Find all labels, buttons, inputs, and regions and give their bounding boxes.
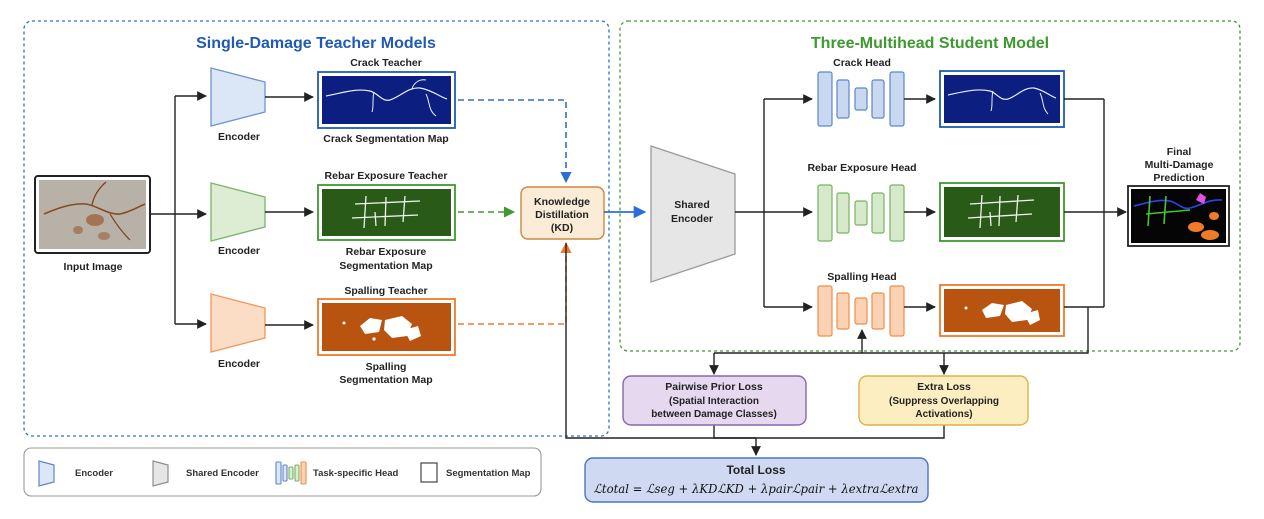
student-group-frame xyxy=(619,20,1241,352)
crack-encoder-shape xyxy=(210,67,266,127)
kd-to-total-line xyxy=(565,243,756,439)
extra-loss-line3: Activations) xyxy=(915,409,972,420)
crack-teacher-label: Crack Teacher xyxy=(350,57,422,69)
input-image-label: Input Image xyxy=(64,261,123,273)
spalling-teacher-label: Spalling Teacher xyxy=(344,285,427,297)
final-prediction-map xyxy=(1127,185,1230,247)
extra-loss-line2: (Suppress Overlapping xyxy=(889,396,999,407)
kd-label-line3: (KD) xyxy=(551,222,573,234)
kd-label-line2: Distillation xyxy=(535,209,589,221)
rebar-map-label-line1: Rebar Exposure xyxy=(346,246,427,258)
spalling-encoder-label: Encoder xyxy=(218,358,260,370)
pairwise-loss-line1: Pairwise Prior Loss xyxy=(665,381,763,393)
spalling-map-label-line2: Segmentation Map xyxy=(339,374,432,386)
legend-map-icon xyxy=(420,462,438,483)
extra-loss-box xyxy=(858,375,1029,426)
extra-loss-line1: Extra Loss xyxy=(917,381,971,393)
kd-label-line1: Knowledge xyxy=(534,196,590,208)
extra-to-total xyxy=(756,425,945,439)
crack-head-label: Crack Head xyxy=(833,57,891,69)
final-label-line2: Multi-Damage xyxy=(1145,159,1214,171)
spalling-teacher-map xyxy=(317,298,456,356)
final-label-line3: Prediction xyxy=(1153,172,1204,184)
kd-box xyxy=(520,186,605,240)
rebar-encoder-label: Encoder xyxy=(218,245,260,257)
legend-map-label: Segmentation Map xyxy=(446,468,531,479)
teacher-group-frame xyxy=(23,20,610,437)
total-loss-title: Total Loss xyxy=(726,463,785,477)
pairwise-loss-line2: (Spatial Interaction xyxy=(669,396,759,407)
input-image xyxy=(34,175,151,254)
spalling-map-label-line1: Spalling xyxy=(366,361,407,373)
pairwise-to-total xyxy=(713,425,756,439)
spalling-encoder-shape xyxy=(210,293,266,353)
legend-encoder-label: Encoder xyxy=(75,468,113,479)
loss-collect-line xyxy=(714,307,1089,354)
pairwise-loss-box xyxy=(622,375,807,426)
pairwise-loss-line3: between Damage Classes) xyxy=(651,409,777,420)
shared-encoder-label-line2: Encoder xyxy=(671,213,713,225)
final-label-line1: Final xyxy=(1167,146,1192,158)
spalling-head xyxy=(817,285,905,337)
legend-head-icon xyxy=(275,461,307,485)
crack-head xyxy=(817,71,905,127)
kd-arrow-crack xyxy=(458,99,572,184)
crack-encoder-label: Encoder xyxy=(218,131,260,143)
total-loss-box xyxy=(584,457,929,503)
student-crack-map xyxy=(939,70,1065,128)
kd-arrow-spalling xyxy=(458,241,572,325)
teacher-group-title: Single-Damage Teacher Models xyxy=(196,35,436,52)
rebar-teacher-label: Rebar Exposure Teacher xyxy=(325,170,448,182)
student-rebar-map xyxy=(939,182,1065,242)
spalling-head-label: Spalling Head xyxy=(827,271,896,283)
rebar-head-label: Rebar Exposure Head xyxy=(807,162,916,174)
student-group-title: Three-Multihead Student Model xyxy=(811,35,1049,52)
rebar-teacher-map xyxy=(317,184,456,241)
rebar-encoder-shape xyxy=(210,182,266,242)
legend-shared-encoder-label: Shared Encoder xyxy=(186,468,259,479)
student-spalling-map xyxy=(939,284,1065,337)
shared-encoder-label-line1: Shared xyxy=(674,199,710,211)
legend-encoder-icon xyxy=(38,460,55,487)
legend-shared-encoder-icon xyxy=(152,460,169,487)
rebar-head xyxy=(817,184,905,242)
crack-teacher-map xyxy=(317,71,456,129)
shared-encoder-shape xyxy=(650,145,736,283)
total-loss-formula: ℒtotal = ℒseg + λKDℒKD + λpairℒpair + λe… xyxy=(594,481,919,496)
legend-head-label: Task-specific Head xyxy=(313,468,399,479)
rebar-map-label-line2: Segmentation Map xyxy=(339,260,432,272)
crack-map-label: Crack Segmentation Map xyxy=(323,133,448,145)
